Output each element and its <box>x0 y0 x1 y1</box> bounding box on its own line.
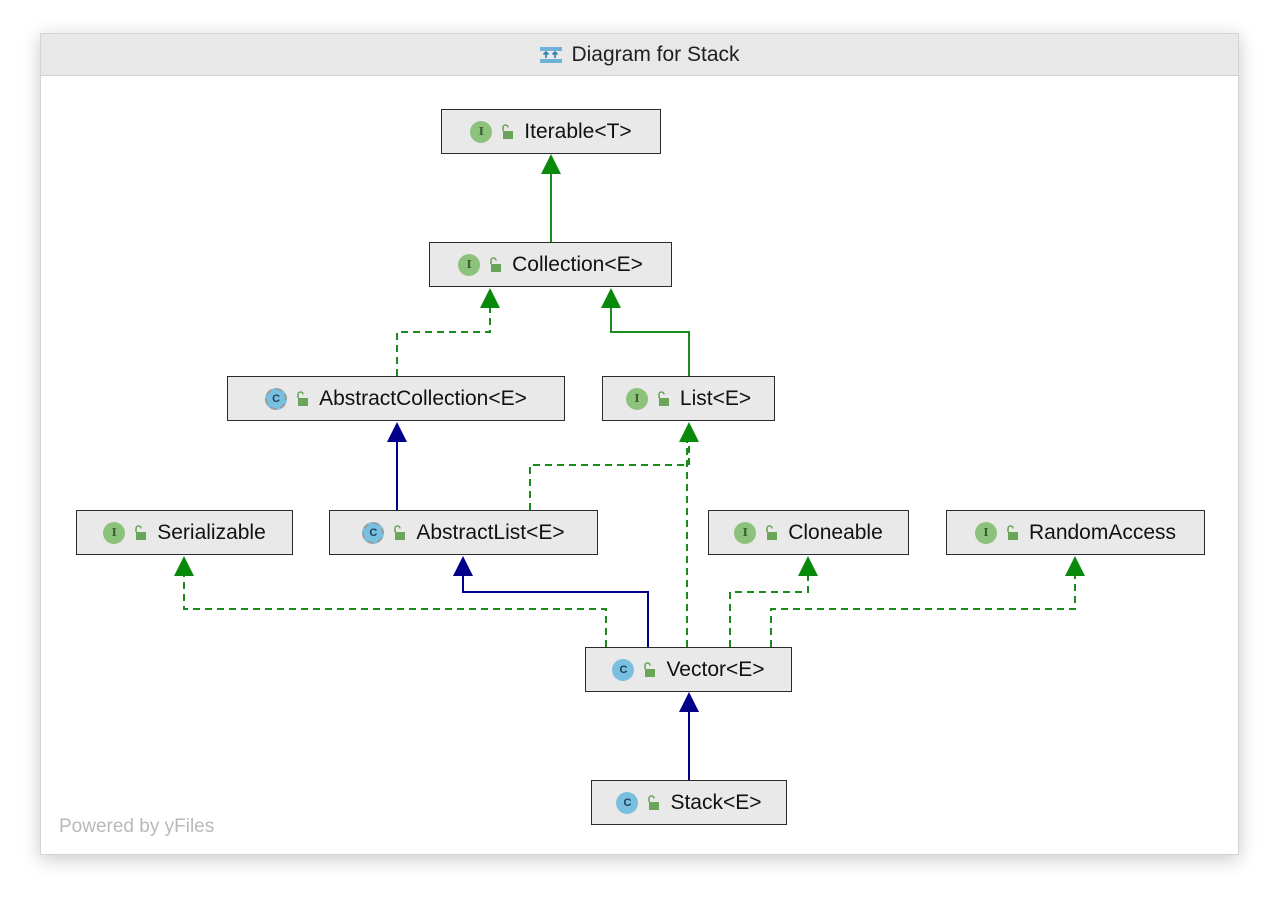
arrowhead <box>453 556 473 576</box>
edge-abstractcollection-collection <box>396 308 491 376</box>
edge-vector-serializable <box>183 576 607 647</box>
arrowhead <box>387 422 407 442</box>
interface-icon: I <box>470 120 493 143</box>
node-label: AbstractList<E> <box>416 520 565 544</box>
arrowhead <box>1065 556 1085 576</box>
arrowhead <box>174 556 194 576</box>
arrowhead <box>541 154 561 174</box>
unlocked-lock-icon <box>642 661 656 678</box>
unlocked-lock-icon <box>488 256 502 273</box>
interface-icon: I <box>974 521 997 544</box>
edge-list-collection <box>610 308 690 376</box>
node-label: RandomAccess <box>1028 520 1177 544</box>
node-label: Serializable <box>157 520 266 544</box>
class-icon: C <box>612 658 635 681</box>
unlocked-lock-icon <box>392 524 406 541</box>
diagram-icon <box>539 43 563 67</box>
arrowhead <box>601 288 621 308</box>
watermark: Powered by yFiles <box>59 816 215 837</box>
title-bar: Diagram for Stack <box>41 34 1238 76</box>
edge-vector-cloneable <box>729 576 809 647</box>
unlocked-lock-icon <box>646 794 660 811</box>
unlocked-lock-icon <box>133 524 147 541</box>
class-icon: C <box>616 791 639 814</box>
interface-icon: I <box>734 521 757 544</box>
abstract-class-icon: C <box>362 521 385 544</box>
node-iterable[interactable]: I Iterable<T> <box>441 109 661 154</box>
unlocked-lock-icon <box>764 524 778 541</box>
node-label: Stack<E> <box>670 790 762 814</box>
diagram-window: Diagram for Stack <box>40 33 1239 855</box>
node-stack[interactable]: C Stack<E> <box>591 780 787 825</box>
edges-layer <box>174 154 1085 780</box>
edge-vector-randomaccess <box>770 576 1076 647</box>
interface-icon: I <box>458 253 481 276</box>
node-label: Collection<E> <box>512 252 643 276</box>
interface-icon: I <box>103 521 126 544</box>
node-randomaccess[interactable]: I RandomAccess <box>946 510 1205 555</box>
unlocked-lock-icon <box>1005 524 1019 541</box>
node-abstractlist[interactable]: C AbstractList<E> <box>329 510 598 555</box>
unlocked-lock-icon <box>295 390 309 407</box>
arrowhead <box>679 422 699 442</box>
node-label: AbstractCollection<E> <box>319 386 527 410</box>
arrowhead <box>679 692 699 712</box>
node-cloneable[interactable]: I Cloneable <box>708 510 909 555</box>
node-label: Vector<E> <box>666 657 765 681</box>
abstract-class-icon: C <box>265 387 288 410</box>
edge-abstractlist-list <box>529 442 690 510</box>
node-label: Cloneable <box>788 520 883 544</box>
interface-icon: I <box>625 387 648 410</box>
node-collection[interactable]: I Collection<E> <box>429 242 672 287</box>
node-label: List<E> <box>679 386 752 410</box>
window-title: Diagram for Stack <box>571 42 740 66</box>
unlocked-lock-icon <box>656 390 670 407</box>
unlocked-lock-icon <box>500 123 514 140</box>
node-label: Iterable<T> <box>524 119 632 143</box>
node-serializable[interactable]: I Serializable <box>76 510 293 555</box>
arrowhead <box>480 288 500 308</box>
node-abstractcollection[interactable]: C AbstractCollection<E> <box>227 376 565 421</box>
node-vector[interactable]: C Vector<E> <box>585 647 792 692</box>
arrowhead <box>798 556 818 576</box>
node-list[interactable]: I List<E> <box>602 376 775 421</box>
edge-vector-abstractlist <box>462 576 649 647</box>
